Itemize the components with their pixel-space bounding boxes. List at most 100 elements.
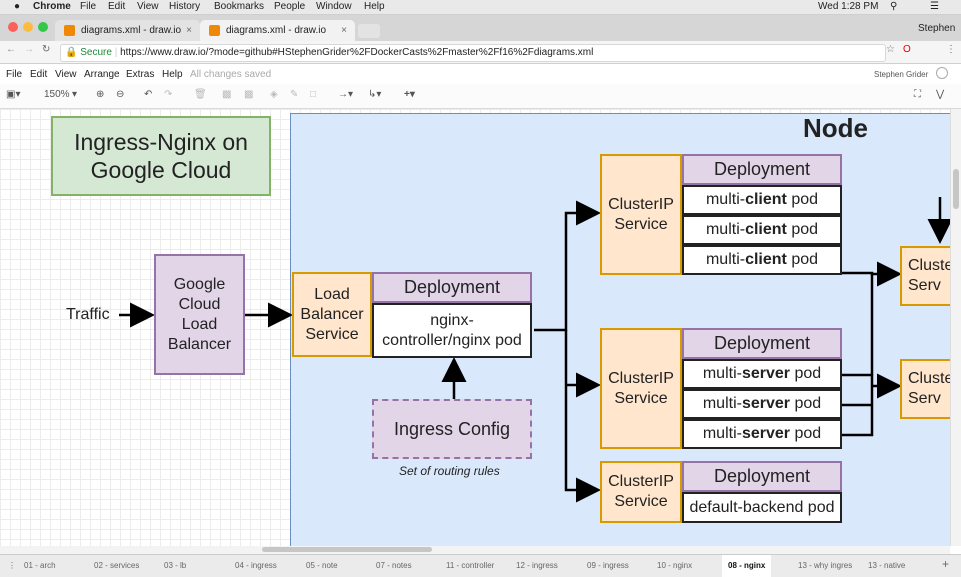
- scroll-thumb[interactable]: [953, 169, 959, 209]
- collapse-icon[interactable]: ⋁: [936, 89, 945, 100]
- server-pod[interactable]: multi-server pod: [682, 389, 842, 419]
- scroll-thumb[interactable]: [262, 547, 432, 552]
- diagram-canvas[interactable]: Node Ingress-Nginx on Google Cloud Traf: [0, 109, 950, 546]
- format-panel-icon[interactable]: ▣▾: [6, 89, 21, 100]
- menu-history[interactable]: History: [169, 1, 201, 12]
- page-tab[interactable]: 07 - notes: [376, 561, 412, 570]
- close-tab-icon[interactable]: ×: [341, 25, 347, 36]
- apple-menu[interactable]: ●: [14, 1, 21, 12]
- app-menu-view[interactable]: View: [55, 69, 77, 80]
- fullscreen-icon[interactable]: ⛶: [914, 89, 921, 100]
- menu-list-icon[interactable]: ☰: [930, 1, 939, 12]
- menu-bookmarks[interactable]: Bookmarks: [214, 1, 265, 12]
- close-window-icon[interactable]: [8, 22, 18, 32]
- zoom-in-icon[interactable]: ⊕: [96, 89, 105, 100]
- url-field[interactable]: 🔒 Secure | https://www.draw.io/?mode=git…: [60, 44, 886, 62]
- page-menu-icon[interactable]: ⋮: [8, 561, 16, 570]
- tab-2[interactable]: diagrams.xml - draw.io ×: [200, 20, 355, 41]
- page-tab[interactable]: 10 - nginx: [657, 561, 693, 570]
- undo-icon[interactable]: ↶: [144, 89, 153, 100]
- menu-people[interactable]: People: [274, 1, 306, 12]
- add-page-icon[interactable]: +: [942, 557, 950, 571]
- client-pod[interactable]: multi-client pod: [682, 245, 842, 275]
- db-clusterip-service[interactable]: Cluste Serv: [900, 359, 950, 419]
- backend-clusterip-service[interactable]: ClusterIP Service: [600, 461, 682, 523]
- minimize-window-icon[interactable]: [23, 22, 33, 32]
- horizontal-scrollbar[interactable]: [0, 546, 950, 554]
- page-tab[interactable]: 04 - ingress: [235, 561, 277, 570]
- menu-edit[interactable]: Edit: [108, 1, 126, 12]
- opera-icon[interactable]: O: [903, 44, 911, 55]
- page-tab[interactable]: 13 - why ingres: [798, 561, 853, 570]
- user-name[interactable]: Stephen Grider: [874, 70, 929, 79]
- page-tab[interactable]: 03 - lb: [164, 561, 187, 570]
- server-clusterip-service[interactable]: ClusterIP Service: [600, 328, 682, 449]
- app-menu-extras[interactable]: Extras: [126, 69, 155, 80]
- client-deployment-header[interactable]: Deployment: [682, 154, 842, 185]
- forward-icon[interactable]: →: [24, 44, 34, 55]
- zoom-window-icon[interactable]: [38, 22, 48, 32]
- menu-help[interactable]: Help: [364, 1, 385, 12]
- reload-icon[interactable]: ↻: [42, 44, 51, 55]
- lbs-line: Load: [314, 285, 350, 303]
- page-tab[interactable]: 12 - ingress: [516, 561, 558, 570]
- page-tab[interactable]: 02 - services: [94, 561, 140, 570]
- zoom-out-icon[interactable]: ⊖: [116, 89, 125, 100]
- server-pod[interactable]: multi-server pod: [682, 359, 842, 389]
- menu-file[interactable]: File: [80, 1, 97, 12]
- waypoint-icon[interactable]: ↳▾: [368, 89, 382, 100]
- nginx-deployment-header[interactable]: Deployment: [372, 272, 532, 303]
- page-tab[interactable]: 05 - note: [306, 561, 338, 570]
- line-color-icon[interactable]: ✎: [290, 89, 299, 100]
- cut-line: Cluste: [908, 370, 950, 387]
- server-pod[interactable]: multi-server pod: [682, 419, 842, 449]
- close-tab-icon[interactable]: ×: [186, 25, 192, 36]
- search-icon[interactable]: ⚲: [890, 1, 898, 12]
- to-back-icon[interactable]: ▩: [244, 89, 254, 100]
- page-tab[interactable]: 01 - arch: [24, 561, 56, 570]
- backend-deployment-header[interactable]: Deployment: [682, 461, 842, 492]
- client-pod[interactable]: multi-client pod: [682, 215, 842, 245]
- delete-icon[interactable]: 🗑: [194, 89, 207, 100]
- zoom-select[interactable]: 150%: [44, 89, 70, 100]
- app-name[interactable]: Chrome: [33, 1, 71, 12]
- insert-icon[interactable]: +▾: [404, 89, 415, 100]
- star-icon[interactable]: ☆: [886, 44, 895, 55]
- pod-prefix: multi-: [702, 365, 742, 382]
- menu-window[interactable]: Window: [316, 1, 352, 12]
- profile-name[interactable]: Stephen: [918, 23, 956, 34]
- new-tab-button[interactable]: [358, 24, 380, 38]
- client-pod[interactable]: multi-client pod: [682, 185, 842, 215]
- globe-icon[interactable]: [936, 67, 948, 79]
- shadow-icon[interactable]: □: [310, 89, 317, 100]
- app-menu-help[interactable]: Help: [162, 69, 183, 80]
- chevron-down-icon[interactable]: ▾: [72, 89, 78, 100]
- title-box[interactable]: Ingress-Nginx on Google Cloud: [51, 116, 271, 196]
- app-menu-arrange[interactable]: Arrange: [84, 69, 120, 80]
- app-menu-file[interactable]: File: [6, 69, 23, 80]
- db-clusterip-service[interactable]: Cluste Serv: [900, 246, 950, 306]
- default-backend-pod[interactable]: default-backend pod: [682, 492, 842, 523]
- server-deployment-header[interactable]: Deployment: [682, 328, 842, 359]
- tab-1[interactable]: diagrams.xml - draw.io ×: [55, 20, 200, 41]
- google-load-balancer[interactable]: Google Cloud Load Balancer: [154, 254, 245, 375]
- to-front-icon[interactable]: ▩: [222, 89, 232, 100]
- ingress-config[interactable]: Ingress Config: [372, 399, 532, 459]
- pod-prefix: multi-: [705, 191, 746, 208]
- nginx-pod[interactable]: nginx- controller/nginx pod: [372, 303, 532, 358]
- load-balancer-service[interactable]: Load Balancer Service: [292, 272, 372, 357]
- page-tab[interactable]: 11 - controller: [446, 561, 495, 570]
- fill-color-icon[interactable]: ◈: [270, 89, 278, 100]
- page-tab-active[interactable]: 08 - nginx: [722, 555, 772, 577]
- connection-icon[interactable]: →▾: [338, 89, 354, 100]
- page-tab[interactable]: 13 - native: [868, 561, 906, 570]
- app-menu-edit[interactable]: Edit: [30, 69, 48, 80]
- back-icon[interactable]: ←: [6, 44, 16, 55]
- page-tab[interactable]: 09 - ingress: [587, 561, 629, 570]
- vertical-scrollbar[interactable]: [950, 109, 961, 546]
- lock-icon: 🔒: [65, 47, 78, 58]
- client-clusterip-service[interactable]: ClusterIP Service: [600, 154, 682, 275]
- menu-view[interactable]: View: [137, 1, 159, 12]
- more-icon[interactable]: ⋮: [946, 44, 956, 55]
- redo-icon[interactable]: ↷: [164, 89, 173, 100]
